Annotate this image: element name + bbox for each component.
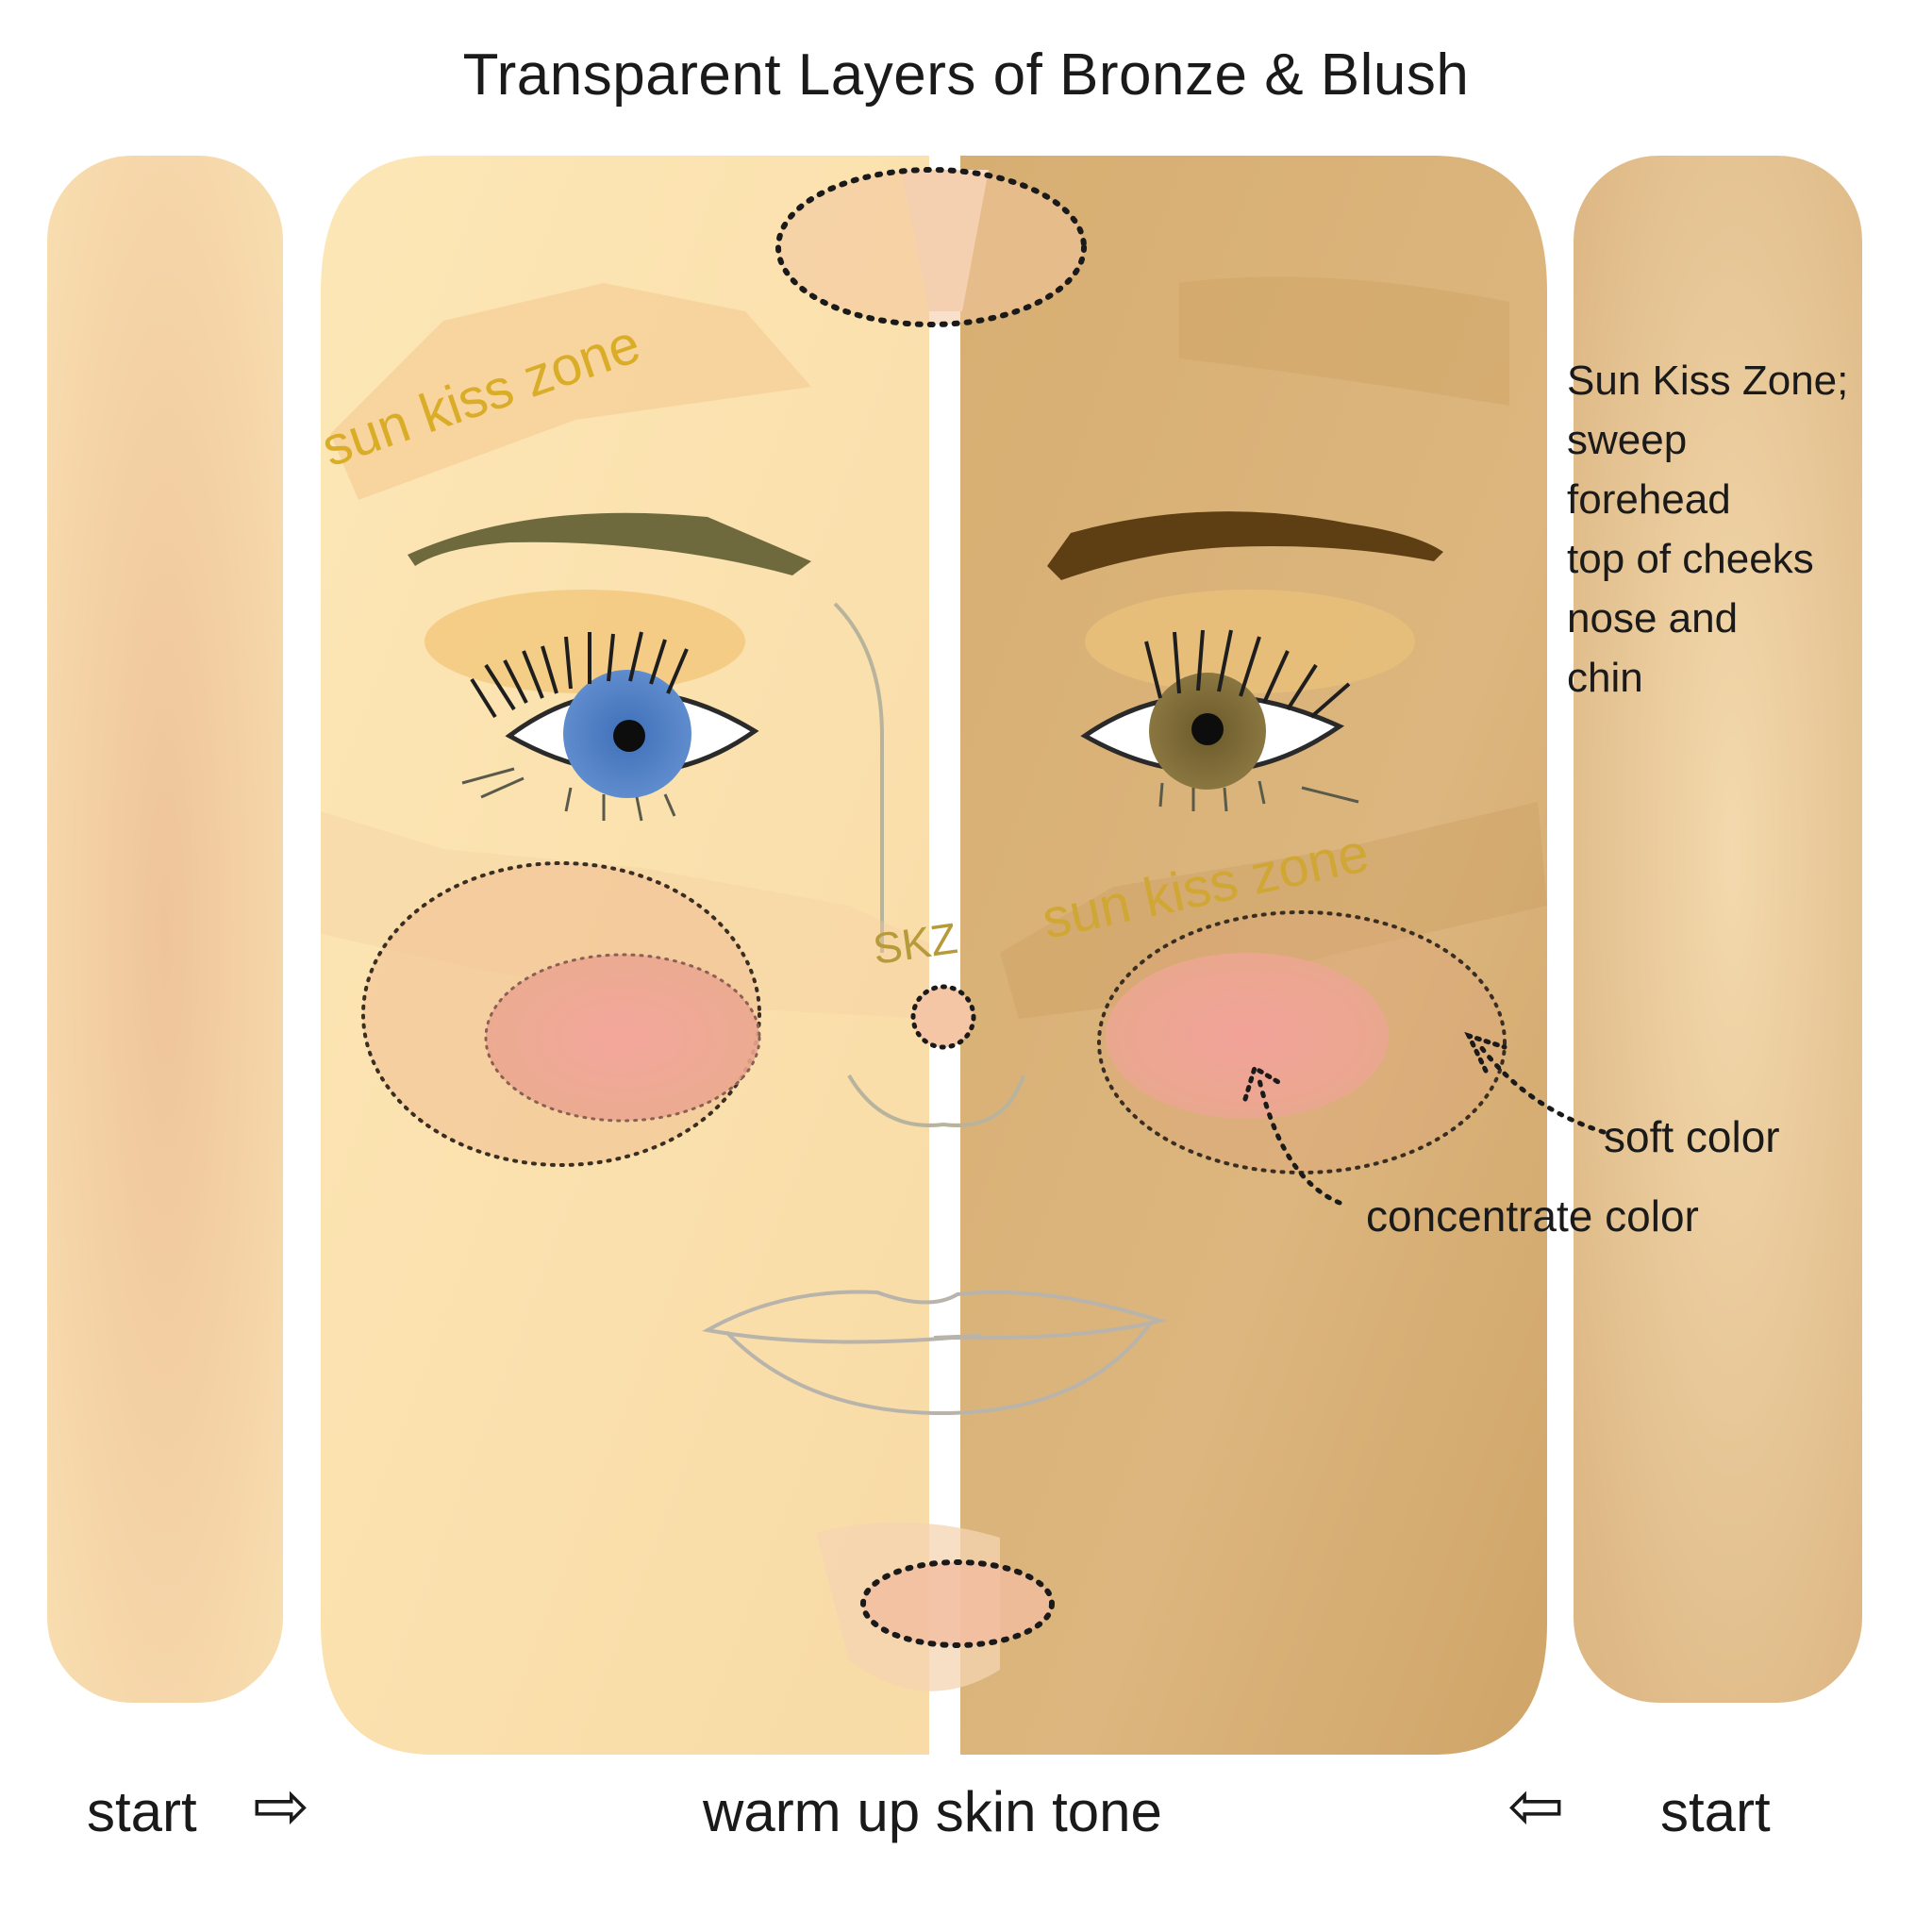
warm-up-label: warm up skin tone [703,1780,1162,1843]
note-line: Sun Kiss Zone; [1567,358,1849,404]
nose-tip-outline [910,984,976,1050]
left-strip [47,156,283,1703]
right-strip [1574,156,1862,1703]
sun-kiss-zone-note: Sun Kiss Zone; sweep forehead top of che… [1567,351,1932,708]
right-upper-lashes [1144,629,1351,719]
forehead-dotted-ellipse [778,170,1084,325]
note-line: top of cheeks [1567,536,1814,582]
bronze-forehead-shading [1179,276,1509,406]
chin-dotted-ellipse [863,1562,1052,1645]
concentrate-color-callout: concentrate color [1366,1191,1699,1241]
diagram-title: Transparent Layers of Bronze & Blush [462,42,1470,108]
left-upper-lashes [470,631,689,719]
left-lower-lashes [461,767,676,822]
left-start-label: start [87,1780,197,1843]
concentrate-color-arrow [1257,1077,1342,1206]
note-line: sweep [1567,417,1688,463]
left-eyebrow [408,512,811,575]
left-cheek-blush-outline [484,953,761,1123]
note-line: nose and [1567,595,1739,641]
right-lower-lashes [1158,780,1359,812]
nose-zone-label: SKZ [870,913,960,974]
soft-color-arrow [1478,1044,1607,1135]
right-pupil [1191,713,1224,745]
note-line: chin [1567,655,1643,701]
right-eyeshadow [1085,590,1415,693]
soft-color-arrowhead [1464,1031,1507,1074]
lower-lip [724,1321,1153,1416]
nose-tip-zone [913,987,974,1047]
chin-dotted-outline [860,1559,1055,1648]
left-pupil [613,720,645,752]
concentrate-color-arrowhead [1242,1064,1286,1102]
right-start-label: start [1660,1780,1771,1843]
note-line: forehead [1567,476,1731,523]
lip-line [933,1334,982,1340]
forehead-zone-band [330,283,811,500]
nose-side-line [833,602,884,953]
arrow-left-icon: ⇦ [1507,1769,1565,1844]
arrow-right-icon: ⇨ [253,1769,310,1844]
soft-color-callout: soft color [1604,1112,1780,1161]
forehead-dotted-outline [775,167,1087,327]
nose-bottom-curve [847,1074,1025,1127]
left-cheek-blush [486,955,759,1121]
cheek-zone-band [1000,802,1547,1019]
left-cheek-soft-outline [361,861,761,1167]
left-eyeshadow [425,590,745,693]
right-eyebrow [1047,511,1443,580]
upper-lip [702,1290,1168,1344]
right-cheek-blush [1106,953,1389,1119]
